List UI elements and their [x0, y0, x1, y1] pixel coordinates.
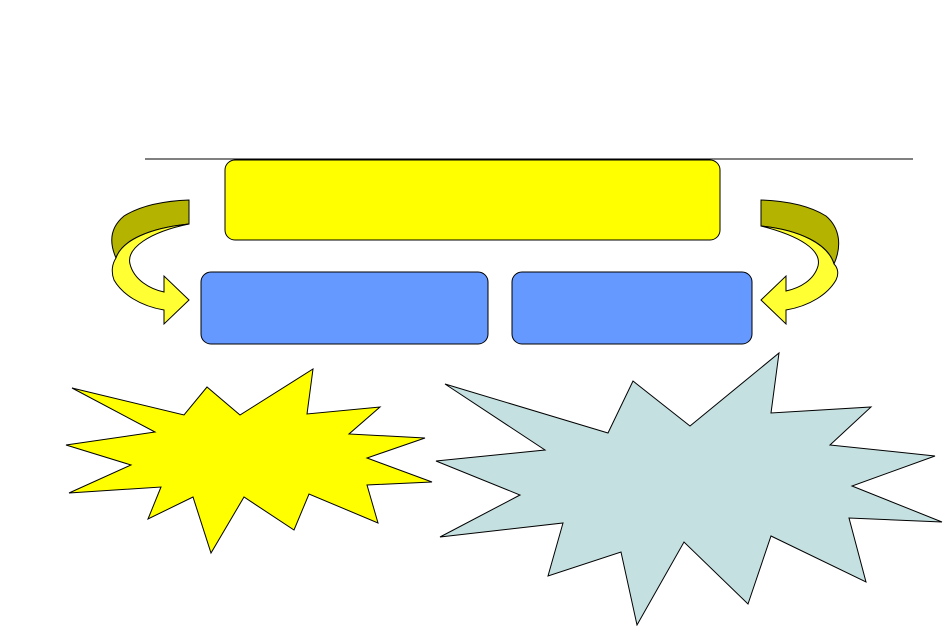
right-box-shape — [511, 271, 753, 345]
curved-arrow-left-body — [111, 223, 190, 326]
curved-arrow-right-icon — [760, 199, 840, 326]
top-box[interactable] — [224, 159, 721, 241]
top-box-shape — [224, 159, 721, 241]
curved-arrow-right-body — [760, 225, 839, 326]
curved-arrow-left-icon — [111, 199, 190, 326]
right-burst[interactable] — [435, 351, 943, 626]
right-burst-shape — [435, 351, 943, 626]
left-box-shape — [200, 271, 489, 345]
left-box[interactable] — [200, 271, 489, 345]
left-burst-shape — [65, 368, 433, 555]
left-burst[interactable] — [65, 368, 433, 555]
right-box[interactable] — [511, 271, 753, 345]
